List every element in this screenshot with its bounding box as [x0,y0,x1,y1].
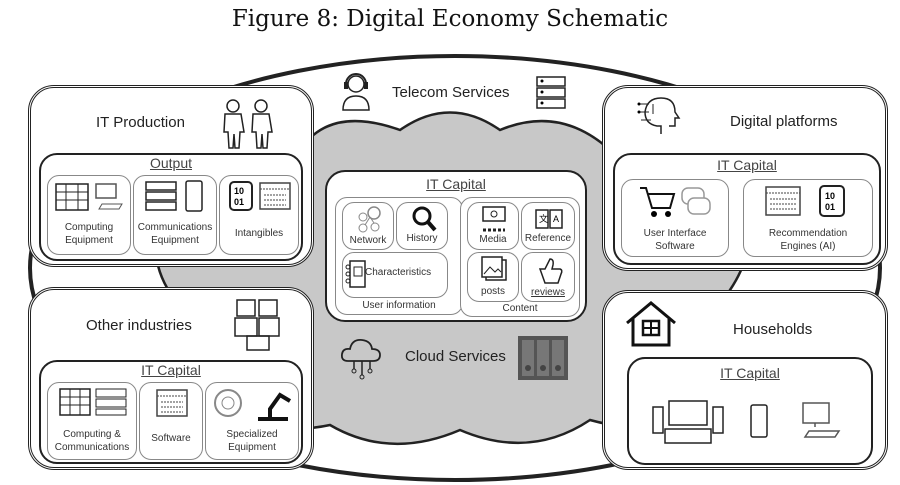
computer-servers-icon [55,183,123,211]
output-title: Output [149,155,193,171]
recommendation-engines-label-2: Engines (AI) [780,241,836,252]
computing-communications-item: Computing & Communications [47,382,137,460]
network-switch-phone-icon [145,180,203,212]
computing-equipment-label-1: Computing [64,222,114,233]
user-information-group: Network History Characteristics User inf… [335,197,463,315]
shopping-cart-chat-icon [640,187,711,217]
magnifier-icon [412,206,437,232]
software-label: Software [151,433,191,444]
svg-text:01: 01 [234,197,244,207]
it-production-panel: IT Production Output Computing Equipment… [28,85,314,267]
households-panel: Households IT Capital [602,290,888,470]
network-label: Network [349,235,387,246]
user-information-label: User information [362,300,436,311]
desktop-computer-icon [802,402,841,438]
network-item: Network [342,202,394,250]
software-item: Software [139,382,203,460]
software-window-icon [156,389,188,417]
user-interface-software-label-1: User Interface [643,228,707,239]
figure-title: Figure 8: Digital Economy Schematic [231,6,669,32]
specialized-equipment-label-2: Equipment [228,442,276,453]
characteristics-label: Characteristics [365,267,432,278]
headset-agent-icon [342,73,370,111]
communications-equipment-label-2: Equipment [151,235,199,246]
smartphone-icon [750,404,768,438]
network-icon [358,206,381,233]
media-item: Media [467,202,519,250]
reviews-label: reviews [531,287,565,298]
user-interface-software-label-2: Software [655,241,695,252]
computer-servers-icon [59,388,127,416]
communications-equipment-label-1: Communications [137,222,213,233]
digital-platforms-capital-title: IT Capital [717,157,777,173]
households-capital-box: IT Capital [627,357,873,465]
svg-text:A: A [553,214,559,224]
specialized-equipment-label-1: Specialized [226,429,278,440]
svg-text:10: 10 [234,186,244,196]
other-industries-heading: Other industries [86,317,192,334]
packages-icon [234,299,280,351]
cloud-services-label: Cloud Services [405,348,506,365]
cloud-network-icon [340,339,381,380]
computing-equipment-item: Computing Equipment [47,175,131,255]
svg-text:01: 01 [825,202,835,212]
svg-text:10: 10 [825,191,835,201]
households-capital-title: IT Capital [720,365,780,381]
cleanroom-workers-icon [223,99,273,149]
other-industries-panel: Other industries IT Capital Computing & … [28,287,314,470]
specialized-equipment-item: Specialized Equipment [205,382,299,460]
digital-platforms-panel: Digital platforms IT Capital User Interf… [602,85,888,271]
households-heading: Households [733,321,813,338]
ai-head-circuit-icon [637,97,681,134]
history-item: History [396,202,448,250]
photo-posts-icon [481,256,507,281]
posts-item: posts [467,252,519,302]
media-label: Media [479,234,507,245]
server-rack-icon [536,76,566,109]
center-it-capital-title: IT Capital [426,176,486,192]
communications-equipment-item: Communications Equipment [133,175,217,255]
computing-equipment-label-2: Equipment [65,235,113,246]
other-industries-capital-title: IT Capital [141,362,201,378]
house-icon [626,301,676,347]
center-it-capital-panel: IT Capital Network History Characteristi… [325,170,587,322]
computing-communications-label-2: Communications [54,442,130,453]
it-production-heading: IT Production [96,114,185,131]
robot-arm-mri-icon [214,389,292,421]
home-theater-icon [652,400,724,444]
reference-label: Reference [524,233,572,244]
svg-text:文: 文 [539,213,548,224]
recommendation-engines-label-1: Recommendation [768,228,848,239]
digital-platforms-heading: Digital platforms [730,113,838,130]
media-presentation-icon [482,206,506,232]
profile-book-icon [345,260,366,288]
computing-communications-label-1: Computing & [63,429,121,440]
history-label: History [406,233,438,244]
telecom-services-label: Telecom Services [392,84,510,101]
posts-label: posts [481,286,505,297]
user-interface-software-item: User Interface Software [621,179,729,257]
content-label: Content [502,303,538,314]
reviews-item: reviews [521,252,575,302]
intangibles-label: Intangibles [234,228,284,239]
it-production-output-box: Output Computing Equipment Communication… [39,153,303,261]
characteristics-item: Characteristics [342,252,448,298]
other-industries-capital-box: IT Capital Computing & Communications So… [39,360,303,464]
thumbs-up-icon [538,258,563,284]
data-center-icon [518,336,568,380]
